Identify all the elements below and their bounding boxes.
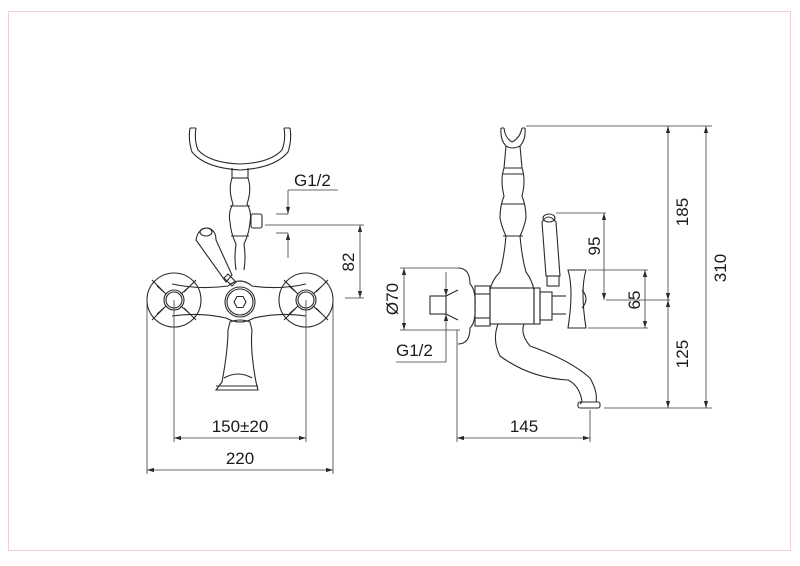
label-g12-side: G1/2 [396, 341, 433, 360]
label-dim-125: 125 [673, 340, 692, 368]
label-g12-top: G1/2 [294, 171, 331, 190]
side-dimensions [396, 125, 712, 442]
front-spout [214, 319, 259, 391]
side-cross-handle [567, 269, 587, 329]
front-body [171, 280, 307, 323]
side-body [429, 267, 566, 345]
front-right-handle [278, 272, 334, 328]
front-column [228, 177, 263, 271]
side-lever [541, 213, 561, 287]
shower-cradle [188, 127, 292, 178]
side-view: 185 310 95 65 125 145 Ø70 G1/2 [383, 125, 730, 442]
side-column [489, 145, 535, 291]
front-lever [195, 227, 237, 287]
drawing-frame [8, 11, 791, 551]
label-dim-d70: Ø70 [383, 283, 402, 315]
front-view: G1/2 82 150±20 220 [146, 127, 364, 474]
label-dim-185: 185 [673, 198, 692, 226]
label-dim-65: 65 [625, 291, 644, 310]
label-dim-82: 82 [339, 253, 358, 272]
label-dim-310: 310 [711, 254, 730, 282]
side-spout [494, 323, 601, 409]
label-dim-220: 220 [226, 449, 254, 468]
label-dim-145: 145 [510, 417, 538, 436]
label-dim-95: 95 [585, 237, 604, 256]
front-dimensions [146, 189, 364, 474]
label-dim-150: 150±20 [212, 417, 269, 436]
